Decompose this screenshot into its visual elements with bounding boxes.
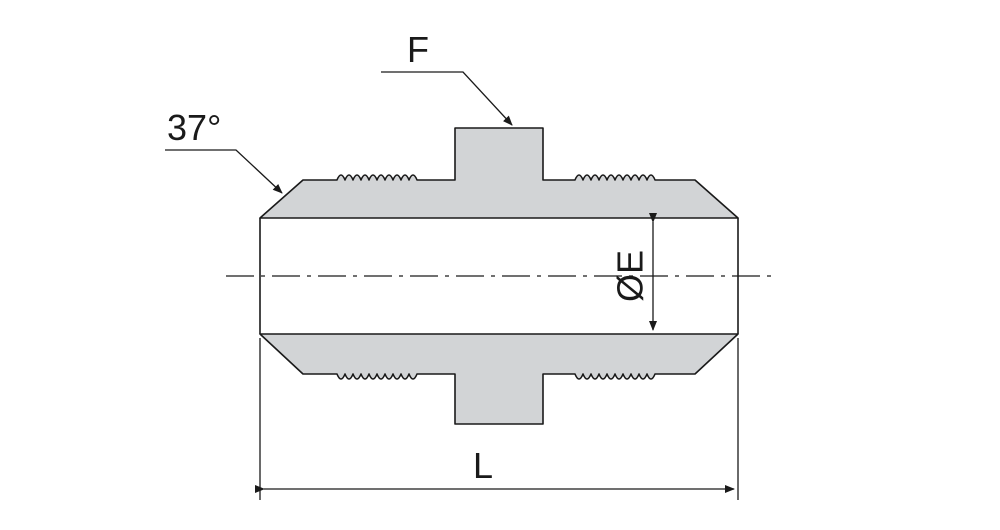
hex-label: F: [407, 29, 429, 70]
upper-wall-section: [259, 127, 739, 219]
lower-wall-section: [259, 333, 739, 425]
bore-diameter-label: ØE: [610, 250, 651, 302]
length-label: L: [473, 445, 493, 486]
angle-leader-line: [165, 149, 283, 194]
hex-leader-line: [381, 71, 513, 126]
angle-label: 37°: [167, 107, 221, 148]
